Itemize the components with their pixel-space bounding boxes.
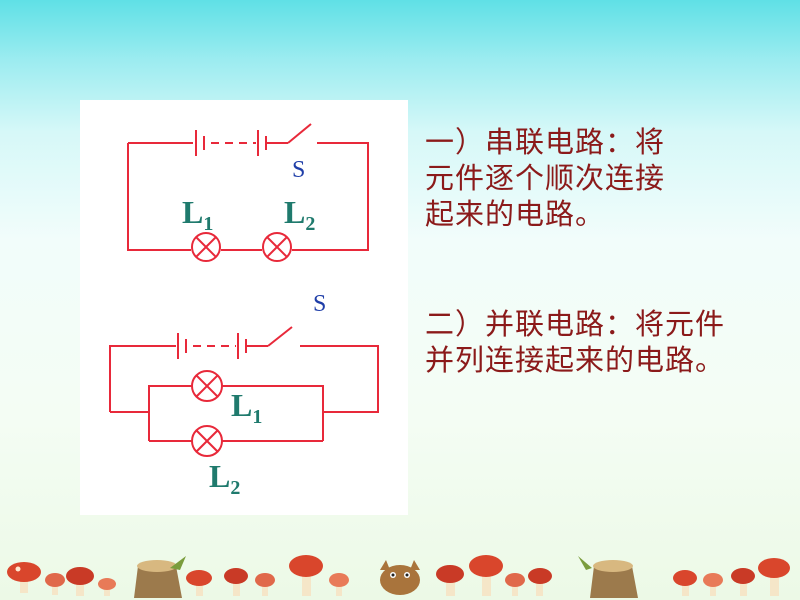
mushroom-icon <box>469 555 503 596</box>
series-wire-left <box>127 143 191 251</box>
parallel-text-line-1: 二）并联电路：将元件 <box>425 307 726 341</box>
series-wire-top-right <box>292 142 369 251</box>
mushroom-icon <box>528 568 552 596</box>
mushroom-icon <box>703 573 723 596</box>
parallel-wire-top-left <box>109 345 176 412</box>
parallel-circuit <box>109 326 379 457</box>
diagram-panel <box>80 100 408 515</box>
animal-icon <box>380 560 420 595</box>
parallel-switch-label: S <box>313 291 326 317</box>
parallel-text-line-2: 并列连接起来的电路。 <box>425 343 726 377</box>
mushroom-icon <box>436 565 464 596</box>
series-switch-label: S <box>292 157 305 183</box>
mushroom-icon <box>731 568 755 596</box>
mushroom-footer-decoration <box>7 555 790 598</box>
parallel-switch-lever <box>267 326 293 347</box>
parallel-lamp-2-icon <box>191 425 223 457</box>
series-text-line-1: 一）串联电路：将 <box>425 125 666 159</box>
mushroom-icon <box>758 558 790 596</box>
parallel-definition-text: 二）并联电路：将元件 并列连接起来的电路。 <box>425 306 725 378</box>
series-text-line-2: 元件逐个顺次连接 <box>425 161 666 195</box>
mushroom-icon <box>66 567 94 596</box>
series-circuit <box>127 123 369 262</box>
parallel-branch-upper <box>148 385 324 441</box>
mushroom-icon <box>45 573 65 595</box>
series-lamp-1-icon <box>191 232 221 262</box>
tree-stump-icon <box>578 556 638 598</box>
mushroom-icon <box>673 570 697 596</box>
parallel-lamp-1-icon <box>191 370 223 402</box>
mushroom-icon <box>224 568 248 596</box>
parallel-lamp-2-label: L2 <box>209 458 240 499</box>
series-text-line-3: 起来的电路。 <box>425 197 606 231</box>
mushroom-icon <box>255 573 275 596</box>
mushroom-icon <box>289 555 323 596</box>
mushroom-icon <box>98 578 116 596</box>
series-definition-text: 一）串联电路：将 元件逐个顺次连接 起来的电路。 <box>425 124 665 232</box>
mushroom-icon <box>505 573 525 596</box>
series-lamp-1-label: L1 <box>182 194 213 235</box>
mushroom-icon <box>7 562 41 593</box>
mushroom-icon <box>186 570 212 596</box>
series-lamp-2-label: L2 <box>284 194 315 235</box>
series-switch-lever <box>287 123 312 144</box>
mushroom-icon <box>329 573 349 596</box>
parallel-wire-top-right <box>300 345 379 413</box>
series-lamp-2-icon <box>262 232 292 262</box>
tree-stump-icon <box>134 556 186 598</box>
parallel-lamp-1-label: L1 <box>231 387 262 428</box>
